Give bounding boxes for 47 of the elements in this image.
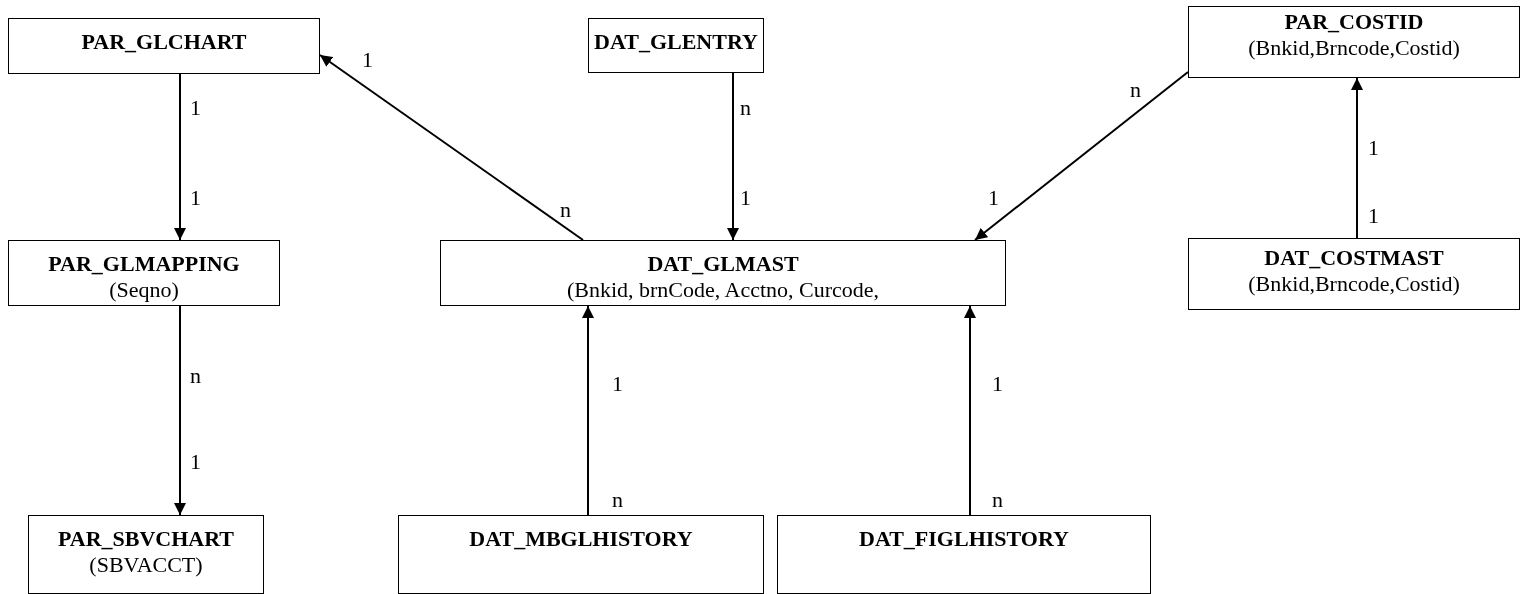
cardinality-label: 1 (190, 450, 201, 474)
arrow (174, 73, 186, 241)
arrow (319, 54, 584, 241)
key-fields: (Bnkid, brnCode, Acctno, Curcode, (566, 277, 880, 303)
entity-box (8, 18, 320, 74)
entity-name: DAT_GLENTRY (594, 29, 758, 55)
cardinality-label: 1 (190, 186, 201, 210)
entity-name: DAT_GLMAST (647, 251, 799, 277)
arrow (727, 72, 739, 241)
cardinality-label: n (190, 364, 201, 388)
entity-name: DAT_FIGLHISTORY (859, 526, 1069, 552)
entity-name: PAR_GLCHART (81, 29, 247, 55)
arrow (1351, 77, 1363, 239)
cardinality-label: n (560, 198, 571, 222)
entity-box (1188, 238, 1520, 310)
entity-name: PAR_SBVCHART (57, 526, 235, 552)
entity-box (8, 240, 280, 306)
cardinality-label: 1 (612, 372, 623, 396)
entity-box (777, 515, 1151, 594)
cardinality-label: n (612, 488, 623, 512)
entity-name: DAT_COSTMAST (1264, 245, 1444, 271)
arrow (582, 305, 594, 516)
key-fields: (Bnkid,Brncode,Costid) (1248, 35, 1460, 61)
key-fields: (Bnkid,Brncode,Costid) (1248, 271, 1460, 297)
cardinality-label: 1 (190, 96, 201, 120)
cardinality-label: 1 (1368, 204, 1379, 228)
entity-box (588, 18, 764, 73)
cardinality-label: n (992, 488, 1003, 512)
key-fields: (Seqno) (109, 277, 179, 303)
key-fields: (SBVACCT) (89, 552, 203, 578)
cardinality-label: 1 (740, 186, 751, 210)
entity-name: DAT_MBGLHISTORY (469, 526, 693, 552)
entity-name: PAR_COSTID (1284, 9, 1424, 35)
cardinality-label: 1 (1368, 136, 1379, 160)
cardinality-label: n (740, 96, 751, 120)
cardinality-label: 1 (992, 372, 1003, 396)
entity-box (1188, 6, 1520, 78)
cardinality-label: 1 (988, 186, 999, 210)
entity-name: PAR_GLMAPPING (48, 251, 240, 277)
entity-box (440, 240, 1006, 306)
arrow (174, 305, 186, 516)
entity-box (28, 515, 264, 594)
cardinality-label: 1 (362, 48, 373, 72)
arrow (964, 305, 976, 516)
cardinality-label: n (1130, 78, 1141, 102)
entity-box (398, 515, 764, 594)
arrow (974, 71, 1189, 241)
